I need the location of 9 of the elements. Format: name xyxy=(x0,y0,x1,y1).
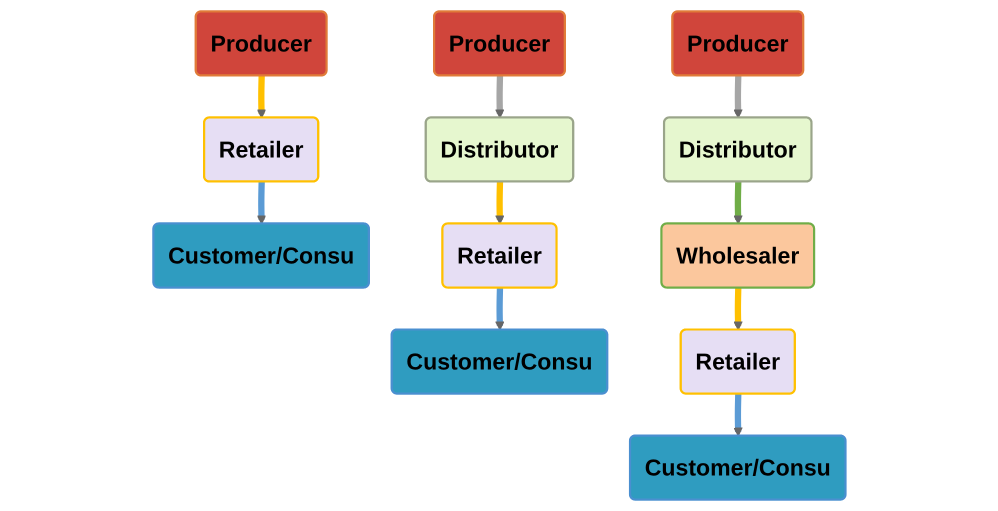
arrow xyxy=(733,288,742,330)
arrow xyxy=(733,394,742,436)
arrow xyxy=(494,182,504,224)
arrow xyxy=(494,288,504,330)
arrow xyxy=(494,76,504,118)
arrow xyxy=(733,182,742,224)
arrow xyxy=(256,76,266,118)
arrow xyxy=(256,182,266,224)
arrow xyxy=(733,76,742,118)
